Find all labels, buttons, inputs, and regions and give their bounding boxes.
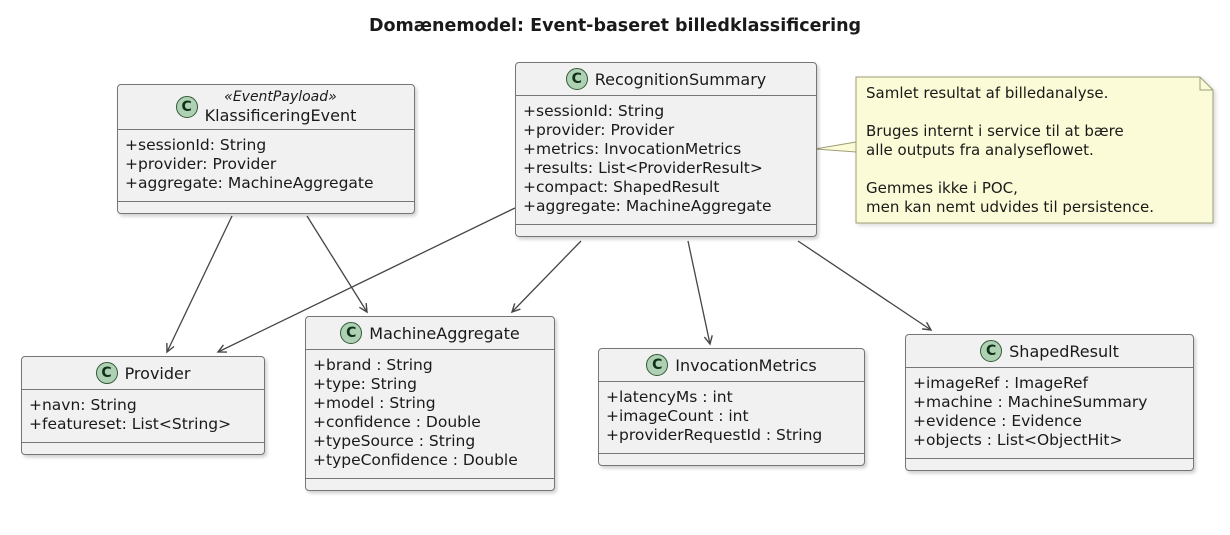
edge-recognitionsummary-machineaggregate	[512, 240, 582, 312]
class-attributes: +imageRef : ImageRef +machine : MachineS…	[906, 367, 1193, 458]
class-attributes: +sessionId: String +provider: Provider +…	[516, 95, 816, 224]
note-fold-icon	[1199, 77, 1213, 91]
class-name: KlassificeringEvent	[204, 106, 357, 125]
class-icon: C	[95, 362, 118, 384]
class-name: InvocationMetrics	[675, 355, 817, 375]
class-icon: C	[340, 322, 363, 344]
diagram-title: Domænemodel: Event-baseret billedklassif…	[368, 16, 862, 36]
class-shapedresult: C ShapedResult +imageRef : ImageRef +mac…	[905, 334, 1194, 471]
class-provider: C Provider +navn: String +featureset: Li…	[21, 356, 265, 455]
class-header: C RecognitionSummary	[516, 63, 816, 95]
note-connector	[814, 141, 857, 153]
class-machineaggregate: C MachineAggregate +brand : String +type…	[305, 316, 555, 491]
class-icon: C	[565, 68, 588, 90]
class-icon: C	[980, 340, 1003, 362]
class-klassificeringevent: C «EventPayload» KlassificeringEvent +se…	[117, 84, 415, 214]
class-recognitionsummary: C RecognitionSummary +sessionId: String …	[515, 62, 817, 237]
note: Samlet resultat af billedanalyse. Bruges…	[866, 84, 1154, 216]
class-header: C MachineAggregate	[306, 317, 554, 349]
class-methods-empty	[516, 224, 816, 236]
class-methods-empty	[906, 458, 1193, 470]
class-attributes: +brand : String +type: String +model : S…	[306, 349, 554, 478]
edge-klassificeringevent-provider	[167, 215, 233, 352]
edge-recognitionsummary-provider	[218, 207, 516, 352]
class-invocationmetrics: C InvocationMetrics +latencyMs : int +im…	[598, 348, 865, 466]
class-attributes: +navn: String +featureset: List<String>	[22, 389, 264, 442]
class-methods-empty	[118, 201, 414, 213]
class-attributes: +sessionId: String +provider: Provider +…	[118, 129, 414, 201]
class-header: C «EventPayload» KlassificeringEvent	[118, 85, 414, 129]
class-name: RecognitionSummary	[594, 69, 767, 89]
class-header: C InvocationMetrics	[599, 349, 864, 381]
class-icon: C	[175, 96, 198, 118]
class-attributes: +latencyMs : int +imageCount : int +prov…	[599, 381, 864, 453]
edge-klassificeringevent-machineaggregate	[306, 215, 367, 312]
class-icon: C	[646, 354, 669, 376]
class-name: ShapedResult	[1009, 341, 1119, 361]
edge-recognitionsummary-shapedresult	[797, 240, 931, 330]
class-methods-empty	[599, 453, 864, 465]
class-methods-empty	[306, 478, 554, 490]
class-stereotype: «EventPayload»	[224, 89, 337, 105]
edge-recognitionsummary-invocationmetrics	[687, 240, 710, 344]
class-header: C ShapedResult	[906, 335, 1193, 367]
class-header: C Provider	[22, 357, 264, 389]
note-shape	[855, 76, 1214, 224]
class-name: MachineAggregate	[369, 323, 520, 343]
class-methods-empty	[22, 442, 264, 454]
class-name: Provider	[124, 363, 191, 383]
